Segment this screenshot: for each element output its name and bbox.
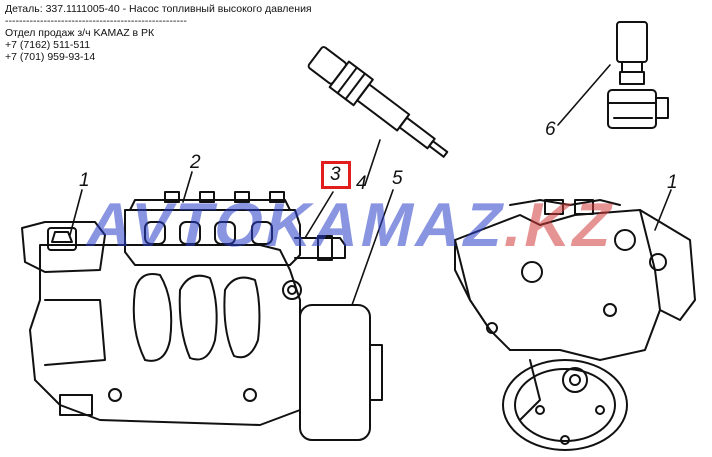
leader-lines [69,64,672,306]
watermark: AVTOKAMAZ.KZ [80,190,655,261]
callout-2: 2 [190,152,201,173]
left-pump-body [21,191,383,441]
callout-1-left: 1 [79,170,90,191]
injector-assembly [307,46,449,158]
callout-6: 6 [545,119,556,140]
fitting-part-6 [607,21,669,129]
watermark-suffix: .KZ [498,191,622,260]
sales-department: Отдел продаж з/ч KAMAZ в РК [5,27,155,39]
phone-2: +7 (701) 959-93-14 [5,51,96,63]
page-header: Деталь: 337.1111005-40 - Насос топливный… [5,3,312,63]
callout-3[interactable]: 3 [330,164,341,185]
detail-title: Деталь: 337.1111005-40 - Насос топливный… [5,3,312,15]
phone-1: +7 (7162) 511-511 [5,39,91,51]
watermark-text: AVTOKAMAZ [80,191,513,260]
header-separator: ----------------------------------------… [5,15,187,27]
callout-1-right: 1 [667,172,678,193]
right-pump-body [454,199,696,451]
callout-3-highlight[interactable] [321,161,351,189]
callout-5: 5 [392,168,403,189]
callout-4: 4 [356,173,367,194]
